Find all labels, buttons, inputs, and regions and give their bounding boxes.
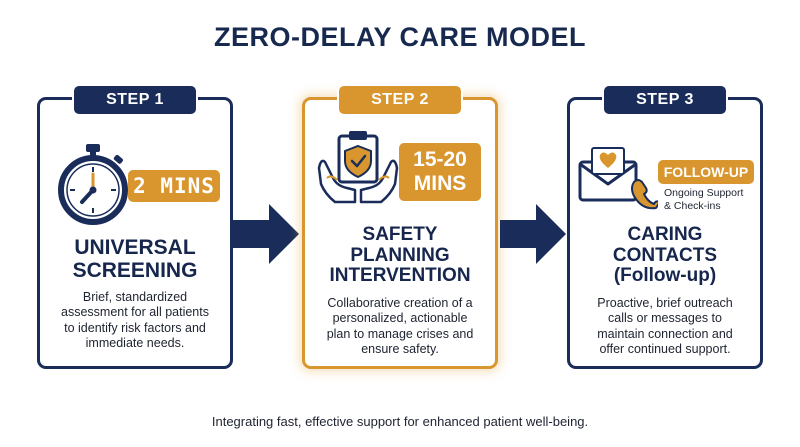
step-1-tab: STEP 1 — [72, 84, 198, 116]
arrow-right-icon — [233, 204, 299, 264]
step-3-heading: CARING CONTACTS (Follow-up) — [612, 224, 718, 287]
footer-caption: Integrating fast, effective support for … — [211, 414, 589, 429]
stopwatch-icon — [58, 144, 128, 225]
step-3-tab: STEP 3 — [602, 84, 728, 116]
clipboard-shield-hands-icon — [317, 131, 399, 204]
step-2-card: STEP 2 15-20 MINS SAFETY PLANNING INTERV… — [302, 84, 498, 369]
step-2-tab: STEP 2 — [337, 84, 463, 116]
step-2-description: Collaborative creation of a personalized… — [326, 296, 474, 356]
step-2-heading: SAFETY PLANNING INTERVENTION — [329, 224, 471, 287]
step-1-card: STEP 1 2 MINS UNIVERSAL SCREENING Brief,… — [37, 84, 233, 369]
duration-badge: 2 MINS — [128, 170, 220, 202]
step-1-description: Brief, standardized assessment for all p… — [61, 290, 209, 350]
step-3-card: STEP 3 FOLLOW-UP Ongoing Support & Check… — [567, 84, 763, 369]
duration-badge: 15-20 MINS — [399, 143, 481, 201]
envelope-phone-icon — [578, 147, 658, 210]
follow-up-badge: FOLLOW-UP — [658, 160, 754, 184]
arrow-right-icon — [500, 204, 566, 264]
page-title: ZERO-DELAY CARE MODEL — [213, 22, 587, 52]
step-1-heading: UNIVERSAL SCREENING — [72, 236, 198, 282]
follow-up-subnote: Ongoing Support & Check-ins — [664, 187, 744, 212]
step-3-description: Proactive, brief outreach calls or messa… — [597, 296, 733, 356]
